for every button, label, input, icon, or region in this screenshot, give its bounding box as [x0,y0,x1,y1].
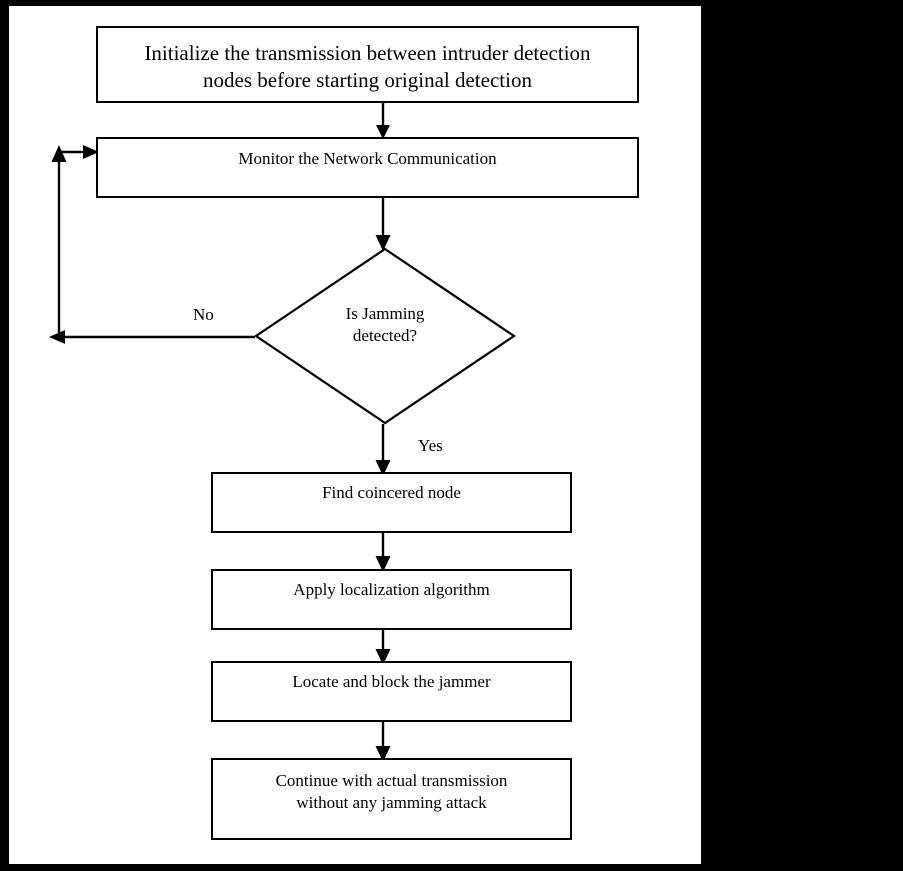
decision-diamond-shape [254,247,516,425]
node-find-coincered-label: Find coincered node [322,483,461,502]
edge-label-no: No [193,305,214,324]
node-initialize[interactable]: Initialize the transmission between intr… [96,26,639,103]
node-monitor[interactable]: Monitor the Network Communication [96,137,639,198]
edge-monitor-to-decision [375,198,391,251]
edge-find-to-localize [375,533,391,572]
node-find-coincered[interactable]: Find coincered node [211,472,572,533]
edge-decision-yes-to-find [375,424,391,476]
edge-block-to-continue [375,722,391,762]
node-apply-localization-label: Apply localization algorithm [293,580,490,599]
flowchart-paper: Initialize the transmission between intr… [9,6,701,864]
connector-layer [49,103,391,762]
node-monitor-label: Monitor the Network Communication [238,149,497,168]
node-decision[interactable]: Is Jamming detected? [254,247,516,425]
node-initialize-line1: Initialize the transmission between intr… [144,41,591,65]
node-apply-localization[interactable]: Apply localization algorithm [211,569,572,630]
node-locate-block-jammer-label: Locate and block the jammer [292,672,491,691]
edge-localize-to-block [375,630,391,665]
edge-label-yes: Yes [418,436,443,455]
node-continue-transmission-line1: Continue with actual transmission [275,771,508,790]
node-continue-transmission-line2: without any jamming attack [296,792,487,812]
node-initialize-line2: nodes before starting original detection [203,67,532,92]
node-continue-transmission[interactable]: Continue with actual transmission withou… [211,758,572,840]
edge-init-to-monitor [376,103,390,139]
node-locate-block-jammer[interactable]: Locate and block the jammer [211,661,572,722]
